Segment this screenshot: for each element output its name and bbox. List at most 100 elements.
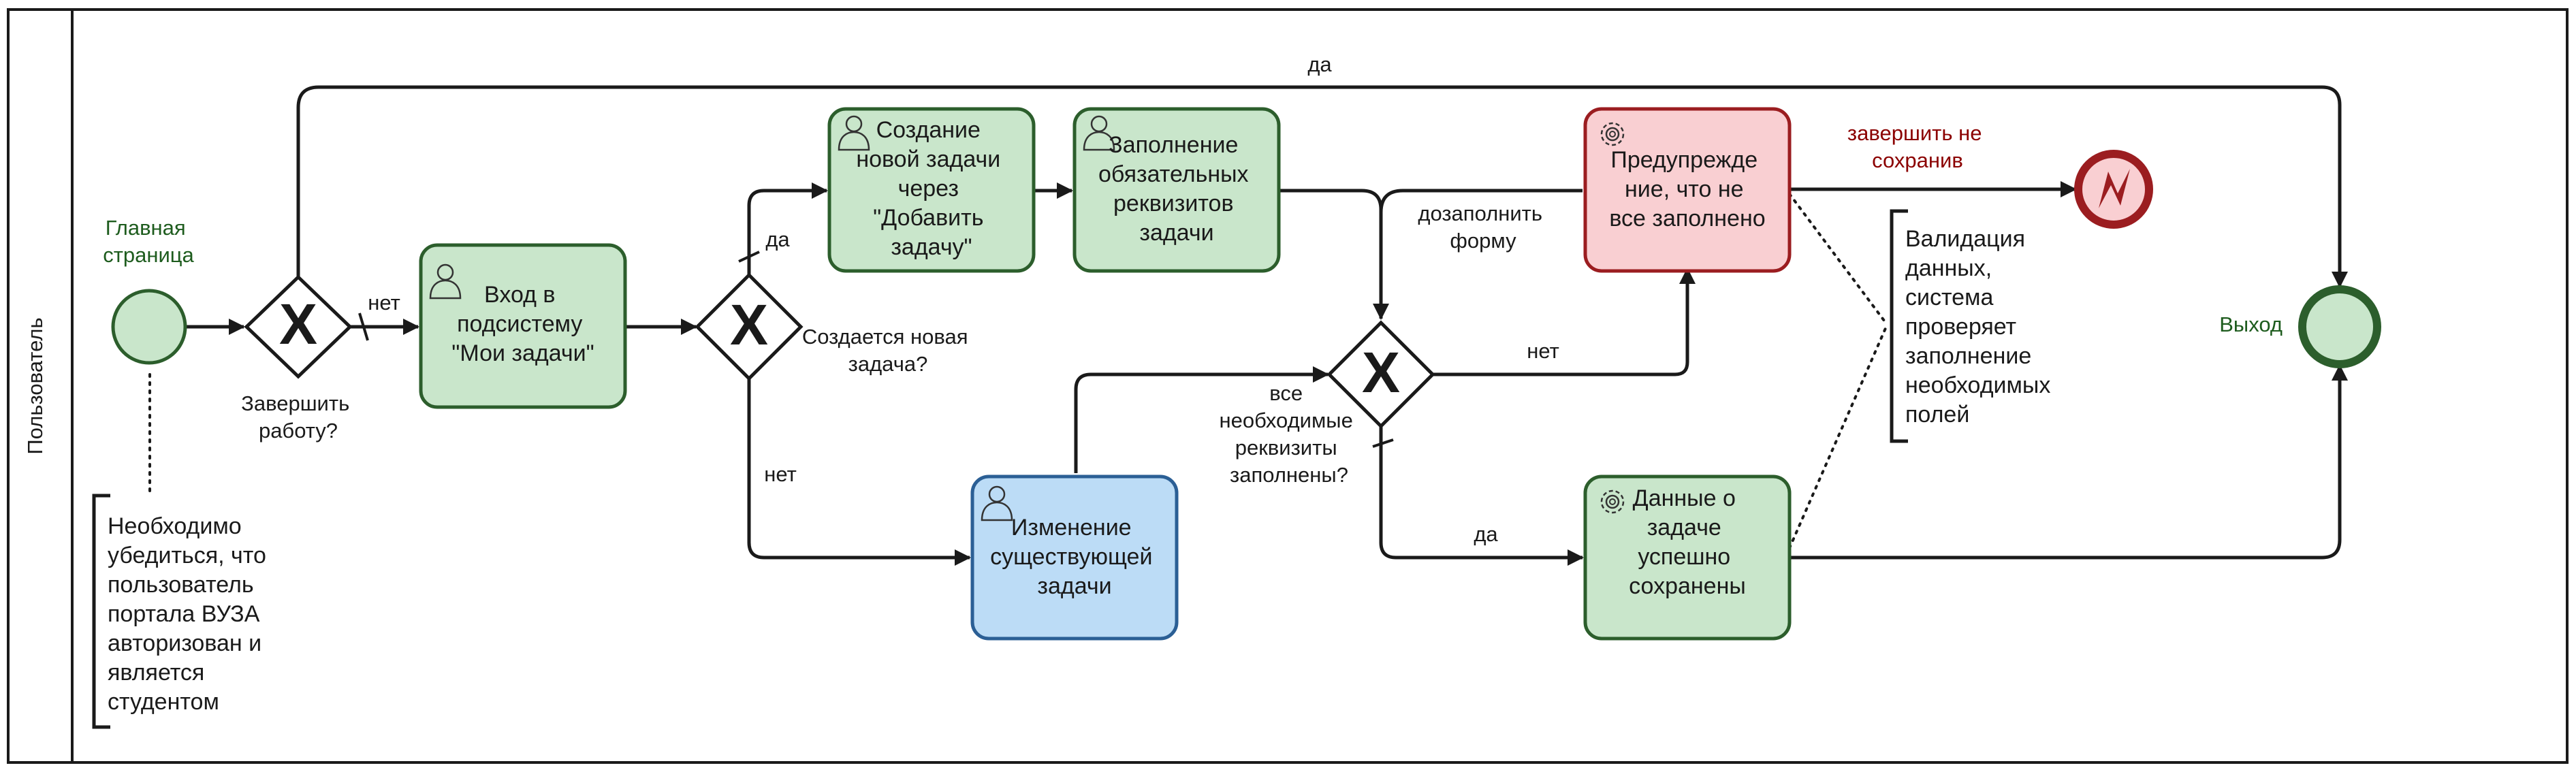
task-create-text-line3: через <box>898 176 959 202</box>
task-fill-text-line3: реквизитов <box>1113 191 1234 216</box>
annotation-validation: Валидация данных, система проверяет запо… <box>1890 209 2057 443</box>
task-fill-text-line1: Заполнение <box>1109 132 1238 158</box>
task-create-text-line2: новой задачи <box>856 146 1000 172</box>
annotation-validation-line4: проверяет <box>1905 314 2016 340</box>
association-warning <box>1788 193 1888 325</box>
flow-label-finish-no: нет <box>368 291 400 315</box>
gateway-all-filled-label: все необходимые реквизиты заполнены? <box>1220 381 1359 487</box>
task-fill-text-line4: задачи <box>1139 220 1213 246</box>
annotation-auth-bracket <box>92 494 110 729</box>
lane-label: Пользователь <box>23 317 47 454</box>
gateway-finish-label-line1: Завершить <box>241 391 349 415</box>
flow-filled-yes <box>1379 426 1584 566</box>
annotation-auth-line6: является <box>108 660 204 686</box>
task-saved[interactable]: Данные о задаче успешно сохранены <box>1583 475 1792 641</box>
flow-saved-to-exit <box>1790 364 2348 560</box>
annotation-auth-text: Необходимо убедиться, что пользователь п… <box>108 513 272 715</box>
flow-label-quit-unsaved: завершить не сохранив <box>1847 121 1988 172</box>
end-event[interactable] <box>2298 285 2381 368</box>
annotation-validation-text: Валидация данных, система проверяет запо… <box>1905 226 2057 428</box>
annotation-auth: Необходимо убедиться, что пользователь п… <box>92 494 272 729</box>
flow-label-filled-no: нет <box>1527 339 1559 363</box>
task-edit-text-line2: существующей <box>990 544 1152 570</box>
gateway-finish[interactable]: X <box>244 274 353 379</box>
task-create-box <box>827 107 1036 273</box>
gateway-all-filled-x-icon: X <box>1362 340 1400 404</box>
annotation-auth-line3: пользователь <box>108 572 254 598</box>
flow-edit-to-gateway <box>1074 366 1329 473</box>
flow-label-quit-unsaved-line2: сохранив <box>1872 148 1963 172</box>
error-icon <box>2099 169 2130 208</box>
flow-label-top-yes: да <box>1307 52 1332 76</box>
annotation-validation-bracket <box>1890 209 1908 443</box>
annotation-validation-line7: полей <box>1905 402 1969 428</box>
task-edit-text-line3: задачи <box>1037 573 1111 599</box>
task-edit-text: Изменение существующей задачи <box>990 515 1159 599</box>
gateway-new-task-x-icon: X <box>730 293 768 357</box>
gateway-all-filled[interactable]: X <box>1326 320 1435 429</box>
task-saved-text-line4: сохранены <box>1629 573 1746 599</box>
end-event-label: Выход <box>2219 312 2283 336</box>
gateway-new-task-shape <box>695 272 804 381</box>
gateway-all-filled-label-line1: все <box>1269 381 1303 405</box>
task-login-box <box>419 243 627 409</box>
task-warning[interactable]: Предупрежде ние, что не все заполнено <box>1583 107 1792 273</box>
gateway-finish-shape <box>244 274 353 379</box>
gateway-new-task-label-line1: Создается новая <box>802 325 968 349</box>
task-create-text-line5: задачу" <box>891 234 972 260</box>
task-edit[interactable]: Изменение существующей задачи <box>970 475 1179 641</box>
gateway-all-filled-shape <box>1326 320 1435 429</box>
start-event-label: Главная страница <box>103 216 194 267</box>
default-mark-filled <box>1372 438 1394 448</box>
flow-label-quit-unsaved-line1: завершить не <box>1847 121 1982 145</box>
task-create-text-line1: Создание <box>876 117 981 143</box>
gateway-new-task-label-line2: задача? <box>848 352 928 376</box>
gateway-finish-label: Завершить работу? <box>241 391 355 443</box>
task-warning-box <box>1583 107 1792 273</box>
task-edit-text-line1: Изменение <box>1011 515 1132 541</box>
annotation-validation-line6: необходимых <box>1905 372 2050 398</box>
flow-refill <box>1379 189 1583 213</box>
gateway-all-filled-label-line2: необходимые <box>1220 408 1353 432</box>
task-login-text: Вход в подсистему "Мои задачи" <box>451 282 594 366</box>
task-create-text: Создание новой задачи через "Добавить за… <box>856 117 1006 260</box>
default-mark-new <box>738 251 760 263</box>
annotation-auth-line5: авторизован и <box>108 630 261 656</box>
flow-label-new-yes: да <box>765 227 790 251</box>
task-fill-text: Заполнение обязательных реквизитов задач… <box>1098 132 1255 246</box>
gateway-all-filled-label-line4: заполнены? <box>1230 463 1348 487</box>
task-login-text-line2: подсистему <box>457 311 582 337</box>
sequence-flows <box>185 85 2348 566</box>
default-mark-finish <box>358 312 369 341</box>
flow-label-refill-line1: дозаполнить <box>1418 202 1542 225</box>
task-saved-text: Данные о задаче успешно сохранены <box>1629 485 1746 599</box>
task-fill-box <box>1072 107 1281 273</box>
annotation-validation-line3: система <box>1905 285 1993 310</box>
task-fill[interactable]: Заполнение обязательных реквизитов задач… <box>1072 107 1281 273</box>
task-login[interactable]: Вход в подсистему "Мои задачи" <box>419 243 627 409</box>
start-event[interactable] <box>111 289 187 365</box>
default-flow-marks <box>358 251 1394 448</box>
flow-finish-yes <box>296 85 2348 288</box>
gateway-new-task[interactable]: X <box>695 272 804 381</box>
task-warning-text: Предупрежде ние, что не все заполнено <box>1609 147 1765 231</box>
annotation-validation-line2: данных, <box>1905 255 1992 281</box>
flow-filled-no <box>1433 268 1696 376</box>
task-saved-text-line3: успешно <box>1638 544 1730 570</box>
task-warning-text-line3: все заполнено <box>1609 206 1765 231</box>
gateway-all-filled-label-line3: реквизиты <box>1235 436 1337 460</box>
task-login-text-line1: Вход в <box>484 282 555 308</box>
association-saved <box>1788 325 1888 549</box>
task-warning-text-line1: Предупрежде <box>1610 147 1758 173</box>
gateway-new-task-label: Создается новая задача? <box>802 325 974 376</box>
flow-label-refill: дозаполнить форму <box>1418 202 1548 253</box>
task-saved-text-line2: задаче <box>1647 515 1721 541</box>
flow-label-filled-yes: да <box>1474 522 1498 546</box>
task-login-text-line3: "Мои задачи" <box>451 340 594 366</box>
start-event-label-line2: страница <box>103 243 194 267</box>
task-warning-text-line2: ние, что не <box>1625 176 1744 202</box>
associations <box>148 193 1888 549</box>
task-create[interactable]: Создание новой задачи через "Добавить за… <box>827 107 1036 273</box>
